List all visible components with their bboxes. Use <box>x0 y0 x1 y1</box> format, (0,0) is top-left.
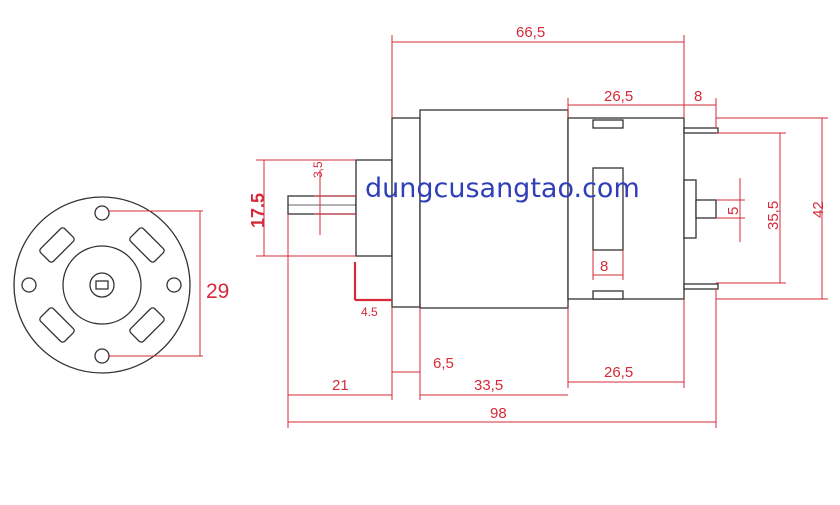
mount-hole-top <box>94 205 110 221</box>
front-flange <box>391 117 421 308</box>
shaft-flat <box>95 280 109 290</box>
rear-tab-bottom <box>592 290 624 300</box>
dim-rear-length: 26,5 <box>604 364 633 381</box>
vent-hole-right <box>166 277 182 293</box>
dim-overall-length: 98 <box>490 405 507 422</box>
dim-height-inner: 35,5 <box>765 201 782 230</box>
dim-can-length: 33,5 <box>474 377 503 394</box>
terminal-top <box>683 127 719 134</box>
dimension-lines: 66,5 26,5 8 42 35,5 5 8 3,5 <box>248 24 828 428</box>
dim-rear-terminal: 8 <box>694 88 702 105</box>
dim-shaft-length: 21 <box>332 377 349 394</box>
dim-body-length: 66,5 <box>516 24 545 41</box>
side-view <box>287 109 719 309</box>
rear-tab-top <box>592 119 624 129</box>
vent-hole-left <box>21 277 37 293</box>
motor-can <box>419 109 569 309</box>
rear-shaft <box>695 199 717 219</box>
dim-rear-shaft: 5 <box>725 207 742 215</box>
dim-shaft-diameter: 3,5 <box>311 161 325 178</box>
dim-height-outer: 42 <box>810 201 827 218</box>
terminal-bottom <box>683 283 719 290</box>
watermark-text: dungcusangtao.com <box>365 173 640 204</box>
vent-slot-bottom-right <box>129 307 165 343</box>
vent-slot-top-left <box>39 227 75 263</box>
dim-front-boss: 17.5 <box>248 193 268 228</box>
vent-slot-top-right <box>129 227 165 263</box>
rear-housing <box>567 117 685 300</box>
brush-window <box>592 167 624 251</box>
dim-flange: 6,5 <box>433 355 454 372</box>
dim-hole-spacing: 29 <box>206 280 229 303</box>
mount-hole-bottom <box>94 348 110 364</box>
front-view: 29 <box>13 196 229 374</box>
dim-rear-section: 26,5 <box>604 88 633 105</box>
dim-slot-width: 8 <box>600 258 608 275</box>
rear-bearing <box>683 179 697 239</box>
dim-front-offset: 4.5 <box>361 305 378 319</box>
vent-slot-bottom-left <box>39 307 75 343</box>
